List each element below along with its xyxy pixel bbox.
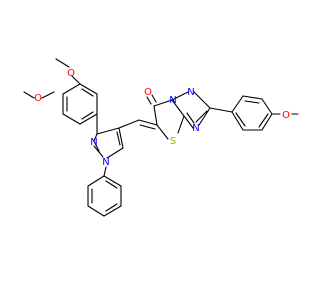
molecule-canvas: O O O N N N S N N O [23, 58, 299, 217]
atom-ring-n-lower: N [192, 123, 199, 134]
atom-labels: O O O N N N S N N O [34, 68, 290, 168]
atom-methoxy-o-right: O [282, 110, 290, 121]
atom-ring-n-top: N [187, 87, 194, 98]
atom-methoxy-o-left: O [34, 93, 42, 104]
molecule-structure: O O O N N N S N N O [23, 58, 299, 217]
atom-thiazole-s: S [170, 136, 176, 147]
atom-pyrazole-n2: N [90, 137, 97, 148]
atom-methoxy-o-upper: O [67, 68, 75, 79]
atom-carbonyl-o: O [144, 87, 152, 98]
atom-pyrazole-n1: N [102, 157, 109, 168]
atom-ring-n-right: N [169, 95, 176, 106]
bond-lines [23, 58, 299, 217]
